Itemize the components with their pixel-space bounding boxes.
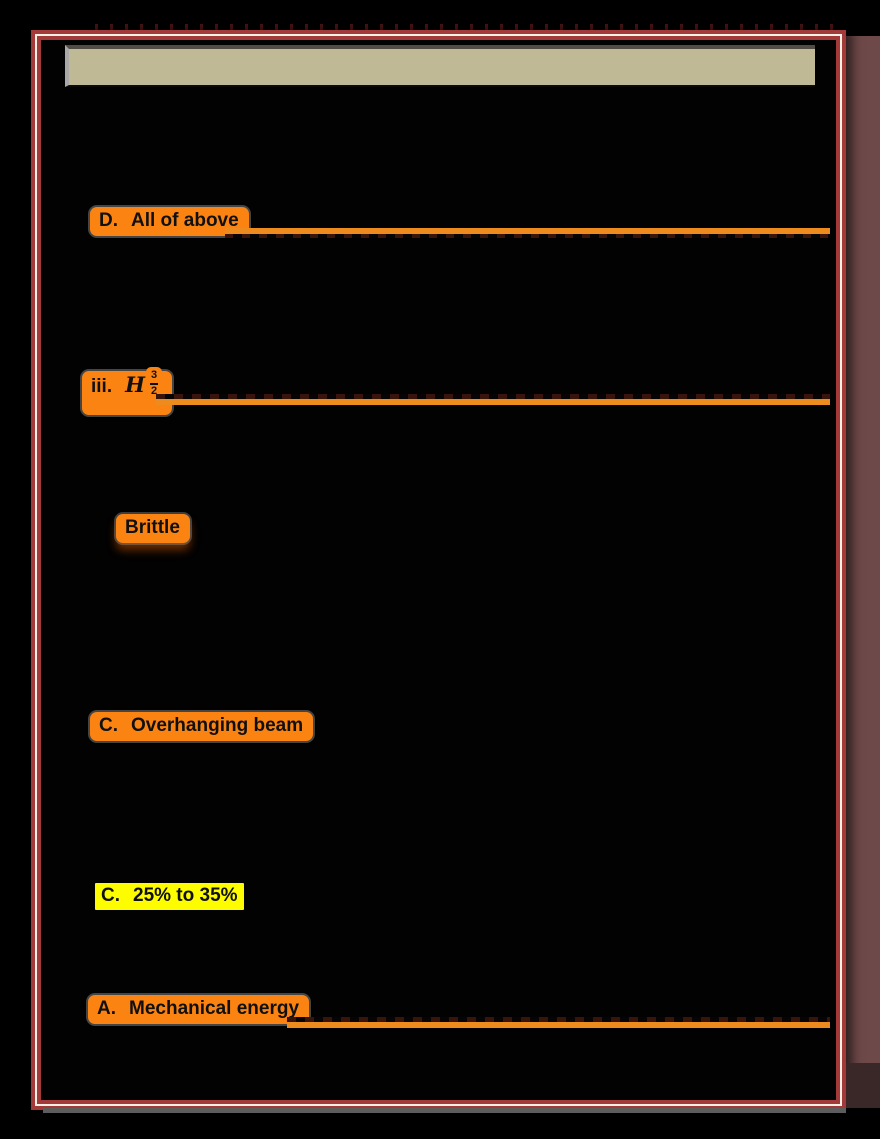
answer-4-text: Overhanging beam	[131, 715, 304, 736]
answer-1-highlighter-line	[225, 228, 830, 238]
border-tick-decoration	[95, 24, 843, 31]
answer-3-text: Brittle	[125, 517, 180, 538]
answer-6-text: Mechanical energy	[129, 998, 300, 1019]
answer-highlight-5: C. 25% to 35%	[95, 883, 244, 910]
answer-4-letter: C.	[99, 715, 118, 736]
fraction-numerator: 3	[149, 369, 159, 385]
answer-highlight-6: A. Mechanical energy	[88, 995, 310, 1024]
right-margin-strip	[846, 36, 880, 1108]
answer-5-text: 25% to 35%	[133, 885, 238, 906]
answer-2-exponent-fraction: 3 2	[145, 367, 163, 398]
answer-2-highlighter-line	[156, 394, 830, 405]
corner-shade	[846, 1063, 880, 1108]
fraction-denominator: 2	[150, 384, 158, 397]
answer-highlight-1: D. All of above	[90, 207, 249, 236]
answer-highlight-4: C. Overhanging beam	[90, 712, 314, 741]
answer-6-highlighter-line	[287, 1017, 830, 1028]
answer-highlight-2: iii. H 3 2	[82, 367, 173, 416]
answer-6-letter: A.	[97, 998, 116, 1019]
header-bar	[65, 45, 815, 87]
answer-2-math-symbol: H	[125, 372, 145, 397]
frame-bottom-shadow	[43, 1108, 846, 1113]
answer-2-numeral: iii.	[91, 376, 113, 397]
answer-5-letter: C.	[101, 885, 120, 906]
answer-highlight-3: Brittle	[116, 514, 190, 543]
answer-1-letter: D.	[99, 210, 118, 231]
answer-1-text: All of above	[131, 210, 239, 231]
page-frame-border	[31, 30, 846, 1110]
